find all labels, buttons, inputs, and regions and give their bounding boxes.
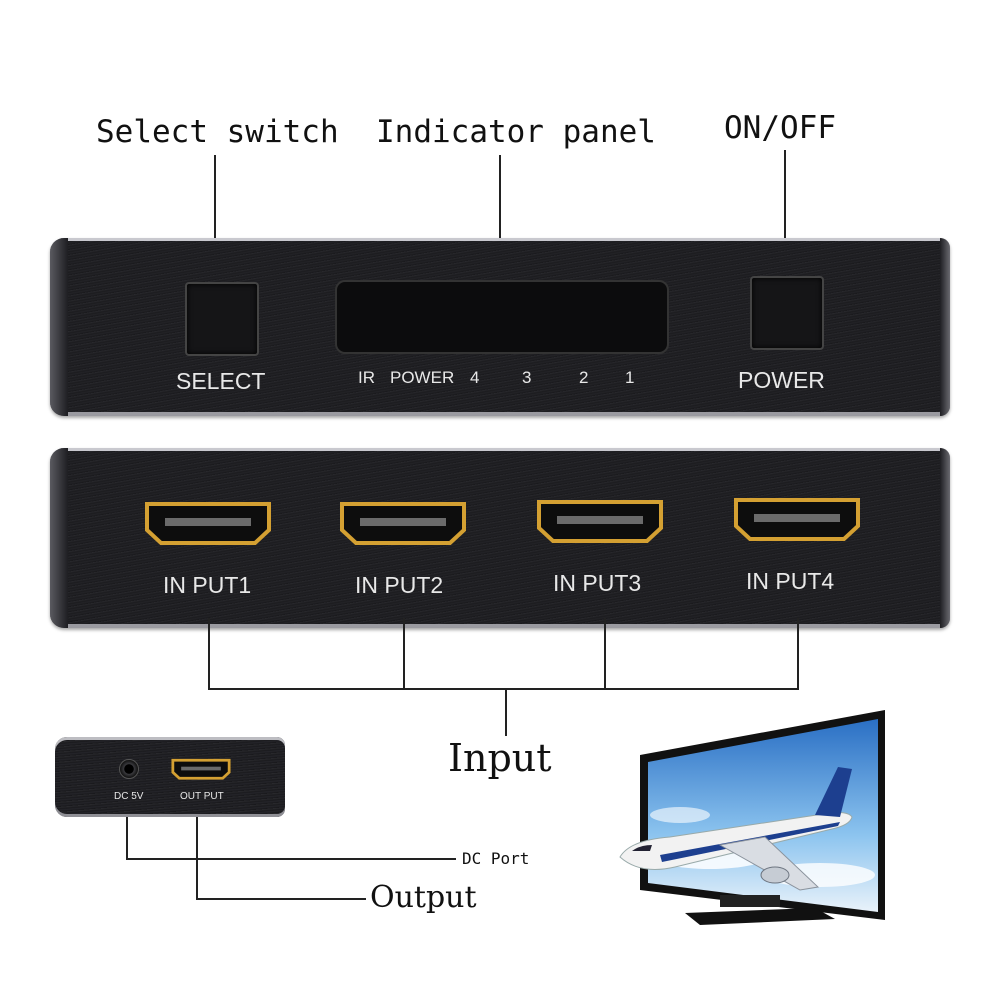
dc-port-leader-horizontal <box>126 858 456 860</box>
input-3-leader <box>604 618 606 690</box>
indicator-ir-label: IR <box>358 368 375 387</box>
output-leader-horizontal <box>196 898 366 900</box>
input-center-leader <box>505 688 507 736</box>
dc-5v-label: DC 5V <box>114 791 144 802</box>
dc-port-leader-vertical <box>126 817 128 859</box>
output-callout: Output <box>370 880 477 915</box>
indicator-4-label: 4 <box>470 368 480 387</box>
indicator-1-label: 1 <box>625 368 635 387</box>
indicator-power-label: POWER <box>390 368 455 387</box>
input-bracket-bar <box>208 688 799 690</box>
hdmi-port-icon <box>171 757 231 781</box>
dc-port-callout: DC Port <box>462 849 530 868</box>
input-1-label: IN PUT1 <box>163 572 252 598</box>
tv-with-airplane-icon <box>600 705 900 935</box>
indicator-3-label: 3 <box>522 368 532 387</box>
hdmi-port-icon <box>732 496 862 542</box>
power-label: POWER <box>738 367 825 393</box>
input-1-leader <box>208 618 210 690</box>
output-port-label: OUT PUT <box>180 791 224 802</box>
input-3-label: IN PUT3 <box>553 570 642 596</box>
input-2-label: IN PUT2 <box>355 572 444 598</box>
side-panel-device <box>55 737 285 817</box>
hdmi-port-icon <box>143 500 273 546</box>
power-button[interactable] <box>750 276 824 350</box>
select-button[interactable] <box>185 282 259 356</box>
input-callout: Input <box>448 736 552 780</box>
indicator-2-label: 2 <box>579 368 589 387</box>
indicator-panel <box>335 280 669 354</box>
on-off-leader <box>784 150 786 268</box>
select-switch-callout: Select switch <box>96 114 339 150</box>
select-switch-leader <box>214 155 216 270</box>
dc-jack-icon <box>119 759 139 779</box>
input-4-leader <box>797 618 799 690</box>
indicator-panel-leader <box>499 155 501 300</box>
input-2-leader <box>403 618 405 690</box>
indicator-panel-callout: Indicator panel <box>376 114 656 150</box>
select-label: SELECT <box>176 368 266 394</box>
output-leader-vertical <box>196 817 198 899</box>
on-off-callout: ON/OFF <box>724 110 836 146</box>
hdmi-port-icon <box>535 498 665 544</box>
input-4-label: IN PUT4 <box>746 568 835 594</box>
hdmi-port-icon <box>338 500 468 546</box>
